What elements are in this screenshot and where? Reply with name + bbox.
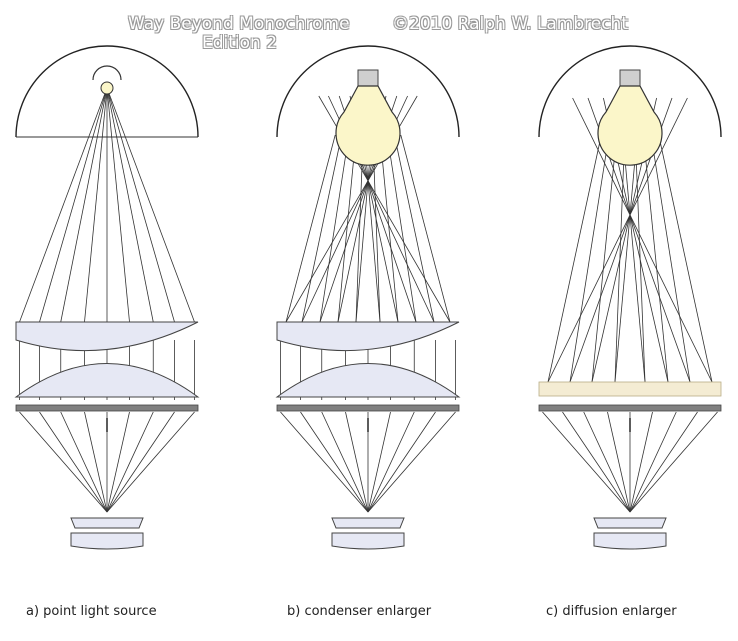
diffuser-panel bbox=[538, 381, 722, 397]
ray bbox=[629, 411, 718, 513]
ray bbox=[39, 411, 108, 513]
ray bbox=[321, 411, 369, 513]
ray bbox=[337, 134, 357, 323]
ray bbox=[84, 87, 108, 323]
watermark-edition: Edition 2 bbox=[202, 33, 278, 53]
ray bbox=[106, 87, 175, 323]
watermark-title: Way Beyond Monochrome bbox=[128, 14, 350, 34]
panel-c bbox=[538, 45, 722, 550]
ray bbox=[106, 411, 195, 513]
ray bbox=[562, 411, 631, 513]
panel-a bbox=[14, 45, 200, 550]
ray bbox=[106, 87, 154, 323]
lamp-reflector bbox=[92, 65, 122, 81]
ray bbox=[367, 411, 415, 513]
caption-condenser-enlarger: b) condenser enlarger bbox=[287, 604, 432, 619]
panel-b bbox=[275, 45, 461, 550]
ray bbox=[569, 134, 610, 383]
ray bbox=[650, 134, 691, 383]
ray bbox=[583, 411, 631, 513]
ray bbox=[572, 97, 713, 383]
ray bbox=[634, 134, 646, 383]
lamp-housing bbox=[538, 45, 722, 138]
ray bbox=[345, 411, 369, 513]
enlarging-lens-rear bbox=[70, 532, 144, 550]
ray bbox=[106, 411, 154, 513]
condenser-lens-upper bbox=[15, 321, 199, 352]
ray bbox=[106, 87, 130, 323]
ray bbox=[542, 411, 631, 513]
light-rays bbox=[19, 87, 195, 513]
caption-point-light-source: a) point light source bbox=[26, 604, 157, 619]
lamp-housing bbox=[15, 45, 199, 138]
negative-carrier bbox=[538, 404, 722, 412]
ray bbox=[301, 134, 342, 323]
ray bbox=[367, 411, 456, 513]
point-lamp-bulb bbox=[100, 81, 114, 95]
ray bbox=[300, 411, 369, 513]
ray bbox=[319, 134, 350, 323]
light-rays bbox=[542, 97, 718, 513]
ray bbox=[106, 411, 175, 513]
ray bbox=[355, 134, 364, 323]
ray bbox=[60, 87, 108, 323]
ray bbox=[280, 411, 369, 513]
ray bbox=[629, 411, 677, 513]
lamp-bulb bbox=[597, 85, 663, 166]
condenser-lens-lower bbox=[14, 363, 200, 398]
ray bbox=[367, 411, 391, 513]
negative-carrier bbox=[15, 404, 199, 412]
ray bbox=[285, 134, 336, 323]
ray bbox=[60, 411, 108, 513]
ray bbox=[607, 411, 631, 513]
ray bbox=[629, 411, 698, 513]
lamp-housing bbox=[276, 45, 460, 138]
watermark-copyright: ©2010 Ralph W. Lambrecht bbox=[392, 14, 628, 34]
enlarging-lens-front bbox=[593, 517, 667, 529]
negative-carrier bbox=[276, 404, 460, 412]
ray bbox=[106, 411, 130, 513]
ray bbox=[642, 134, 669, 383]
ray bbox=[629, 411, 653, 513]
enlarging-lens-front bbox=[331, 517, 405, 529]
lamp-socket bbox=[619, 69, 641, 87]
ray bbox=[84, 411, 108, 513]
lamp-socket bbox=[357, 69, 379, 87]
ray bbox=[39, 87, 108, 323]
ray bbox=[658, 134, 713, 383]
condenser-lens-lower bbox=[275, 363, 461, 398]
ray bbox=[379, 134, 399, 323]
light-rays bbox=[280, 95, 456, 513]
ray bbox=[19, 87, 108, 323]
caption-diffusion-enlarger: c) diffusion enlarger bbox=[546, 604, 677, 619]
ray bbox=[386, 134, 417, 323]
condenser-lens-upper bbox=[276, 321, 460, 352]
enlarging-lens-rear bbox=[593, 532, 667, 550]
ray bbox=[591, 134, 618, 383]
ray bbox=[19, 411, 108, 513]
ray bbox=[367, 411, 436, 513]
enlarging-lens-front bbox=[70, 517, 144, 529]
enlarging-lens-rear bbox=[331, 532, 405, 550]
ray bbox=[547, 134, 602, 383]
ray bbox=[400, 134, 451, 323]
ray bbox=[394, 134, 435, 323]
lamp-bulb bbox=[335, 85, 401, 166]
ray bbox=[547, 97, 688, 383]
ray bbox=[372, 134, 381, 323]
ray bbox=[106, 87, 195, 323]
